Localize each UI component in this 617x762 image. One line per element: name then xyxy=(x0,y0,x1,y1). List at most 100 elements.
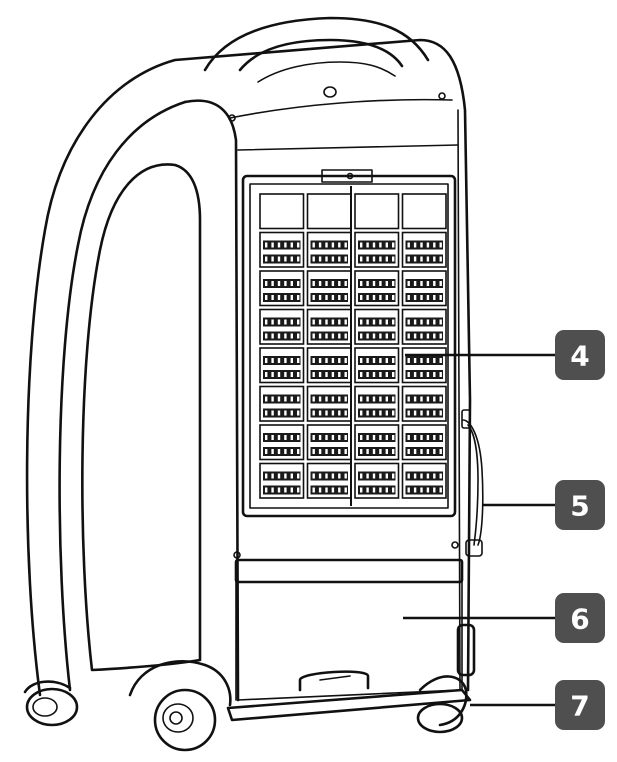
filter-mesh-hole xyxy=(426,396,430,402)
filter-mesh-hole xyxy=(297,358,300,363)
filter-mesh-hole xyxy=(284,473,287,479)
filter-cell xyxy=(259,193,305,230)
filter-mesh-hole xyxy=(433,256,436,262)
filter-cell xyxy=(259,347,305,384)
filter-mesh-hole xyxy=(331,372,335,377)
filter-cell xyxy=(354,231,400,268)
filter-mesh-hole xyxy=(325,410,328,416)
filter-mesh-hole xyxy=(312,256,315,262)
filter-mesh-hole xyxy=(277,333,281,339)
filter-mesh-hole xyxy=(392,319,395,325)
filter-mesh-hole xyxy=(318,487,322,493)
filter-mesh-hole xyxy=(271,396,274,402)
filter-mesh-hole xyxy=(392,242,395,248)
filter-mesh-hole xyxy=(325,449,328,454)
filter-mesh-hole xyxy=(338,242,341,248)
filter-mesh-hole xyxy=(284,281,287,286)
filter-cell xyxy=(354,308,400,345)
filter-mesh-hole xyxy=(331,396,335,402)
filter-mesh xyxy=(310,317,348,327)
filter-mesh-hole xyxy=(271,333,274,339)
filter-mesh-hole xyxy=(360,396,363,402)
filter-mesh-hole xyxy=(426,281,430,286)
wheels xyxy=(23,660,464,752)
filter-mesh xyxy=(310,485,348,495)
filter-mesh-hole xyxy=(325,333,328,339)
wheel-rear-right xyxy=(416,702,464,734)
filter-mesh-hole xyxy=(325,242,328,248)
filter-mesh-hole xyxy=(366,396,369,402)
filter-mesh-hole xyxy=(372,295,376,300)
filter-mesh-hole xyxy=(318,295,322,300)
filter-mesh-hole xyxy=(392,410,395,416)
filter-mesh-hole xyxy=(318,435,322,440)
filter-mesh-hole xyxy=(331,473,335,479)
filter-mesh-hole xyxy=(433,435,436,440)
filter-mesh-hole xyxy=(271,435,274,440)
filter-mesh-hole xyxy=(372,281,376,286)
filter-mesh-hole xyxy=(407,358,410,363)
filter-mesh xyxy=(310,356,348,365)
filter-mesh-hole xyxy=(297,449,300,454)
filter-mesh-hole xyxy=(439,295,442,300)
filter-mesh xyxy=(405,356,443,365)
filter-mesh-hole xyxy=(372,473,376,479)
filter-mesh-hole xyxy=(284,256,287,262)
filter-mesh-hole xyxy=(312,372,315,377)
filter-mesh-hole xyxy=(271,487,274,493)
filter-mesh-hole xyxy=(439,435,442,440)
filter-mesh xyxy=(310,394,348,404)
filter-mesh-hole xyxy=(385,449,388,454)
filter-mesh-hole xyxy=(439,410,442,416)
filter-mesh-hole xyxy=(265,435,268,440)
filter-mesh-hole xyxy=(331,256,335,262)
filter-mesh-hole xyxy=(379,295,382,300)
filter-mesh xyxy=(310,471,348,481)
filter-mesh-hole xyxy=(325,319,328,325)
filter-mesh-hole xyxy=(271,295,274,300)
filter-mesh-hole xyxy=(385,473,388,479)
filter-mesh-hole xyxy=(338,396,341,402)
filter-mesh-hole xyxy=(290,333,293,339)
filter-mesh xyxy=(263,471,301,481)
filter-mesh-hole xyxy=(265,410,268,416)
filter-mesh-hole xyxy=(366,487,369,493)
filter-mesh-hole xyxy=(338,281,341,286)
filter-mesh-hole xyxy=(420,449,423,454)
filter-mesh-hole xyxy=(420,410,423,416)
filter-mesh-hole xyxy=(366,319,369,325)
filter-mesh-hole xyxy=(385,487,388,493)
filter-mesh-hole xyxy=(433,487,436,493)
filter-mesh-hole xyxy=(290,281,293,286)
filter-mesh-hole xyxy=(413,242,417,248)
filter-mesh-hole xyxy=(392,333,395,339)
filter-mesh-hole xyxy=(344,473,347,479)
filter-mesh-hole xyxy=(366,358,369,363)
filter-mesh-hole xyxy=(372,242,376,248)
filter-mesh-hole xyxy=(277,396,281,402)
filter-mesh-hole xyxy=(439,372,442,377)
filter-mesh xyxy=(405,317,443,327)
filter-mesh-hole xyxy=(420,295,423,300)
filter-mesh-hole xyxy=(297,281,300,286)
filter-mesh-hole xyxy=(312,295,315,300)
filter-mesh-hole xyxy=(312,435,315,440)
base-bumper xyxy=(226,670,472,727)
filter-mesh-hole xyxy=(426,435,430,440)
filter-mesh-hole xyxy=(392,281,395,286)
filter-mesh xyxy=(263,356,301,365)
filter-mesh xyxy=(358,279,396,288)
filter-mesh-hole xyxy=(325,372,328,377)
filter-mesh-hole xyxy=(372,358,376,363)
filter-mesh-hole xyxy=(439,333,442,339)
filter-mesh xyxy=(263,293,301,302)
filter-mesh-hole xyxy=(277,295,281,300)
filter-mesh-hole xyxy=(372,256,376,262)
filter-mesh-hole xyxy=(338,319,341,325)
filter-mesh-hole xyxy=(366,410,369,416)
filter-mesh-hole xyxy=(366,281,369,286)
filter-mesh xyxy=(358,394,396,404)
filter-cell xyxy=(259,308,305,345)
filter-mesh-hole xyxy=(379,396,382,402)
filter-mesh-hole xyxy=(360,281,363,286)
